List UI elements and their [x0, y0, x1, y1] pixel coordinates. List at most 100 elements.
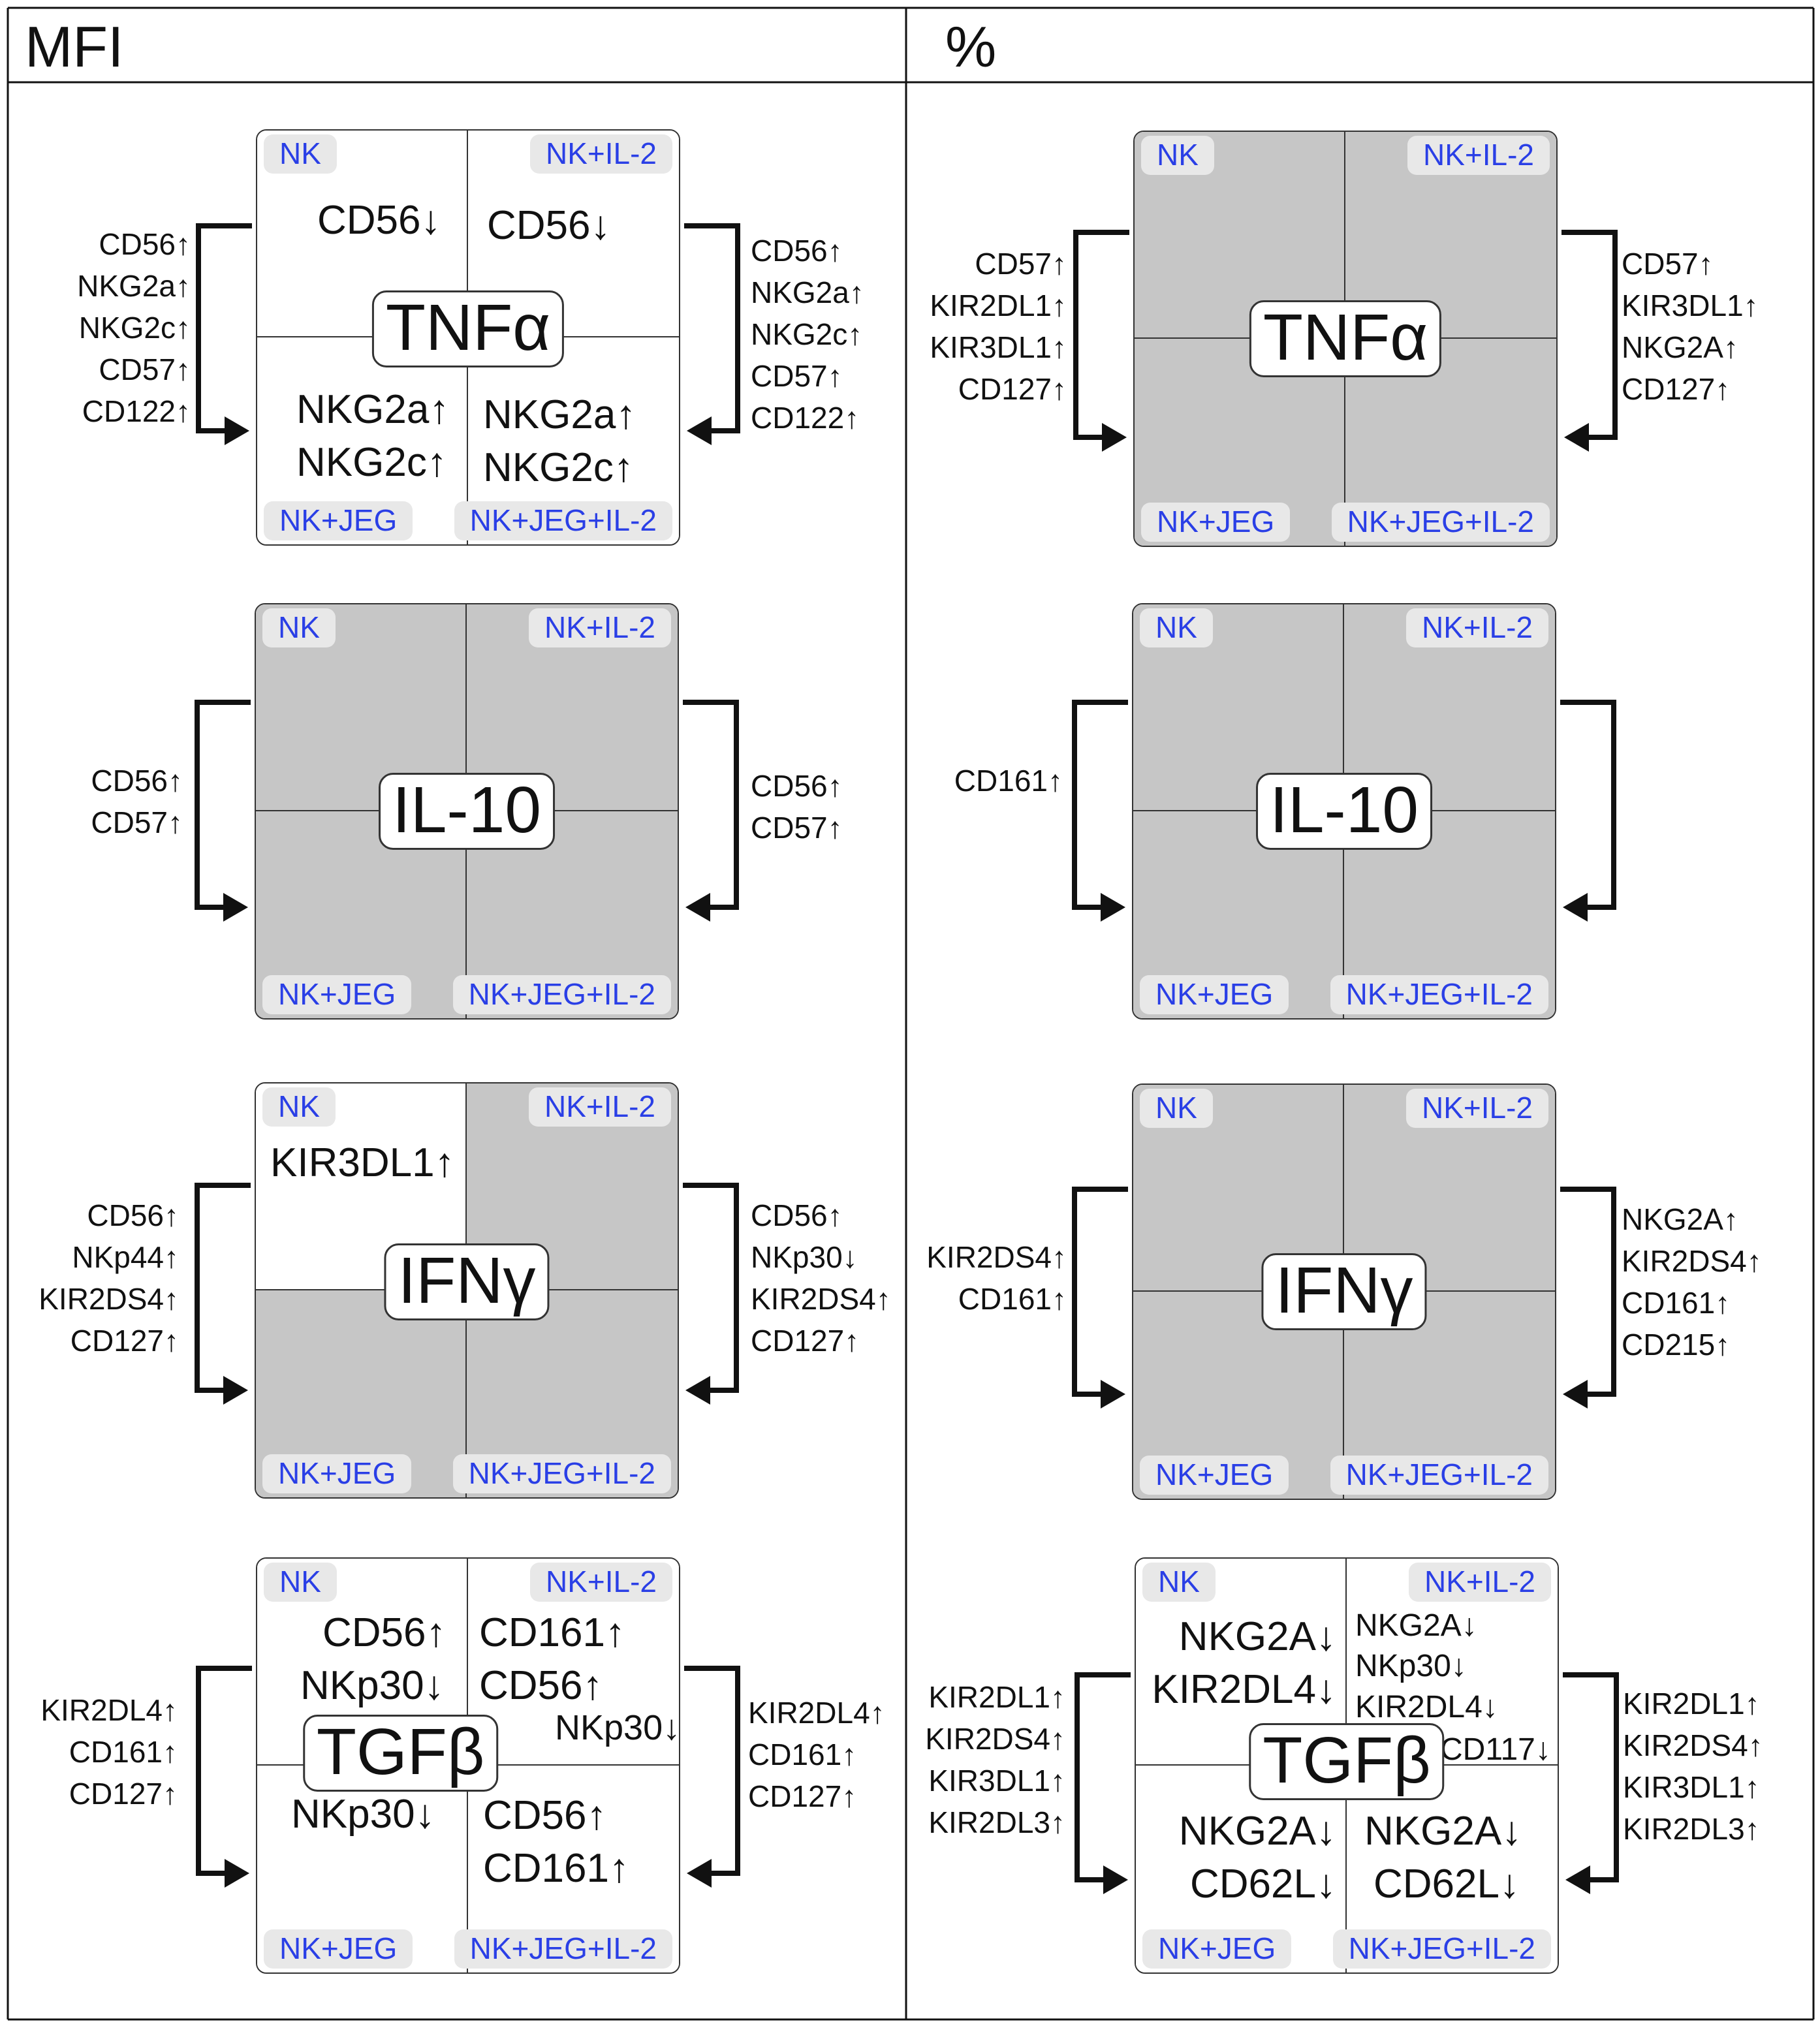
quadrant-text-tr: CD56↓: [487, 200, 611, 253]
quadrant-text-tr-extra: NKp30↓: [555, 1705, 680, 1751]
quadrant-text-bl: NKG2A↓CD62L↓: [1179, 1805, 1336, 1910]
column-header-percent: %: [945, 14, 997, 79]
condition-label-nk-il2: NK+IL-2: [1405, 608, 1548, 647]
marker-text: CD56↑: [751, 769, 843, 803]
marker-text: CD161↑: [958, 1282, 1067, 1316]
marker-text: KIR2DL4↓: [1152, 1666, 1336, 1712]
marker-text: KIR2DL4↑: [40, 1693, 178, 1727]
quadrant-text-br: CD56↑CD161↑: [483, 1790, 629, 1895]
condition-label-nk: NK: [1142, 1563, 1216, 1602]
marker-text: CD127↑: [70, 1324, 179, 1358]
arrow-pct-tnf-left: [1073, 230, 1129, 452]
marker-text: CD57↑: [975, 247, 1067, 281]
marker-text: CD57↑: [751, 359, 843, 393]
cytokine-label-tgf: TGFβ: [302, 1714, 499, 1792]
condition-label-nk-jeg-il2: NK+JEG+IL-2: [452, 975, 671, 1014]
left-marker-list: CD56↑NKG2a↑NKG2c↑CD57↑CD122↑: [77, 223, 191, 432]
marker-text: KIR2DL4↑: [748, 1696, 885, 1730]
quadrant-text-tr: NKG2A↓NKp30↓KIR2DL4↓: [1355, 1606, 1498, 1728]
marker-text: NKp30↓: [300, 1662, 445, 1708]
left-marker-list: CD56↑NKp44↑KIR2DS4↑CD127↑: [39, 1194, 179, 1362]
marker-text: CD122↑: [751, 401, 860, 435]
marker-text: NKG2a↑: [751, 275, 864, 309]
marker-text: CD62L↓: [1190, 1861, 1336, 1907]
quadrant-text-tl: CD56↑ NKp30↓: [300, 1607, 447, 1712]
right-marker-list: KIR2DL1↑KIR2DS4↑KIR3DL1↑KIR2DL3↑: [1623, 1683, 1763, 1850]
arrow-pct-il10-left: [1072, 700, 1128, 922]
marker-text: KIR3DL1↑: [1622, 288, 1759, 322]
marker-text: CD56↑: [87, 1198, 179, 1232]
mfi-il10-panel: NK NK+IL-2 NK+JEG NK+JEG+IL-2 IL-10: [255, 603, 679, 1020]
cytokine-label-tnf: TNFα: [371, 290, 565, 368]
condition-label-nk: NK: [264, 1563, 337, 1602]
marker-text: NKp30↓: [291, 1792, 435, 1837]
cytokine-label-ifn: IFNγ: [384, 1243, 550, 1321]
marker-text: NKG2A↓: [1178, 1614, 1336, 1659]
marker-text: NKp30↓: [751, 1240, 858, 1274]
marker-text: CD56↑: [322, 1610, 447, 1655]
quadrant-text-tl: KIR3DL1↑: [270, 1137, 455, 1190]
marker-text: CD161↑: [954, 764, 1063, 798]
condition-label-nk-jeg-il2: NK+JEG+IL-2: [452, 1454, 671, 1493]
arrow-mfi-tnf-left: [196, 223, 252, 445]
marker-text: KIR2DL3↑: [928, 1805, 1065, 1839]
marker-text: KIR3DL1↑: [270, 1140, 455, 1185]
condition-label-nk-jeg: NK+JEG: [264, 501, 413, 540]
arrow-mfi-tnf-right: [684, 223, 740, 445]
marker-text: KIR3DL1↑: [1623, 1770, 1760, 1804]
marker-text: KIR2DL4↓: [1355, 1689, 1498, 1724]
condition-label-nk: NK: [264, 134, 337, 174]
marker-text: NKG2c↑: [296, 439, 447, 485]
pct-tnf-panel: NK NK+IL-2 NK+JEG NK+JEG+IL-2 TNFα: [1133, 131, 1558, 547]
mfi-tnf-panel: NK NK+IL-2 NK+JEG NK+JEG+IL-2 CD56↓ CD56…: [256, 129, 680, 546]
right-marker-list: NKG2A↑KIR2DS4↑CD161↑CD215↑: [1622, 1198, 1762, 1365]
condition-label-nk-jeg: NK+JEG: [264, 1929, 413, 1969]
marker-text: CD161↑: [69, 1735, 178, 1769]
marker-text: NKG2a↑: [483, 392, 636, 437]
right-marker-list: CD56↑ CD57↑: [751, 765, 843, 849]
quadrant-text-tr: CD161↑CD56↑: [479, 1607, 625, 1712]
mfi-ifn-panel: NK NK+IL-2 NK+JEG NK+JEG+IL-2 KIR3DL1↑ I…: [255, 1082, 679, 1499]
left-marker-list: KIR2DL1↑KIR2DS4↑KIR3DL1↑KIR2DL3↑: [925, 1676, 1065, 1843]
quadrant-text-br: NKG2a↑NKG2c↑: [483, 389, 636, 494]
marker-text: KIR2DL1↑: [1623, 1687, 1760, 1721]
left-marker-list: CD161↑: [954, 760, 1063, 802]
condition-label-nk-il2: NK+IL-2: [1408, 1563, 1551, 1602]
condition-label-nk-il2: NK+IL-2: [529, 1563, 672, 1602]
condition-label-nk-jeg-il2: NK+JEG+IL-2: [454, 501, 672, 540]
condition-label-nk-il2: NK+IL-2: [529, 134, 672, 174]
condition-label-nk: NK: [1140, 1089, 1213, 1128]
marker-text: CD57↑: [751, 811, 843, 845]
quadrant-text-br: NKG2A↓CD62L↓: [1364, 1805, 1522, 1910]
marker-text: KIR2DS4↑: [926, 1240, 1067, 1274]
condition-label-nk-jeg: NK+JEG: [262, 1454, 412, 1493]
marker-text: KIR2DS4↑: [1623, 1728, 1763, 1762]
left-marker-list: CD56↑CD57↑: [91, 760, 183, 843]
marker-text: NKG2a↑: [77, 269, 191, 303]
marker-text: CD56↓: [317, 198, 441, 243]
cytokine-label-ifn: IFNγ: [1261, 1253, 1427, 1330]
marker-text: CD127↑: [748, 1779, 857, 1813]
arrow-pct-tgf-right: [1563, 1672, 1619, 1894]
condition-label-nk-jeg-il2: NK+JEG+IL-2: [454, 1929, 672, 1969]
condition-label-nk-il2: NK+IL-2: [1405, 1089, 1548, 1128]
condition-label-nk-il2: NK+IL-2: [1407, 136, 1550, 175]
arrow-pct-tnf-right: [1561, 230, 1618, 452]
condition-label-nk-jeg-il2: NK+JEG+IL-2: [1331, 503, 1550, 542]
marker-text: CD62L↓: [1373, 1861, 1520, 1907]
marker-text: CD57↑: [91, 805, 183, 839]
condition-label-nk: NK: [1141, 136, 1214, 175]
arrow-mfi-il10-right: [683, 700, 739, 922]
cytokine-label-tnf: TNFα: [1249, 300, 1442, 377]
marker-text: CD215↑: [1622, 1328, 1731, 1362]
left-marker-list: CD57↑KIR2DL1↑KIR3DL1↑CD127↑: [930, 243, 1067, 410]
marker-text: CD56↑: [479, 1662, 603, 1708]
marker-text: NKp30↓: [555, 1708, 680, 1747]
marker-text: KIR2DS4↑: [925, 1722, 1065, 1756]
marker-text: CD161↑: [483, 1845, 629, 1891]
condition-label-nk-jeg: NK+JEG: [1141, 503, 1291, 542]
pct-ifn-panel: NK NK+IL-2 NK+JEG NK+JEG+IL-2 IFNγ: [1132, 1083, 1556, 1500]
marker-text: NKG2a↑: [296, 387, 450, 432]
